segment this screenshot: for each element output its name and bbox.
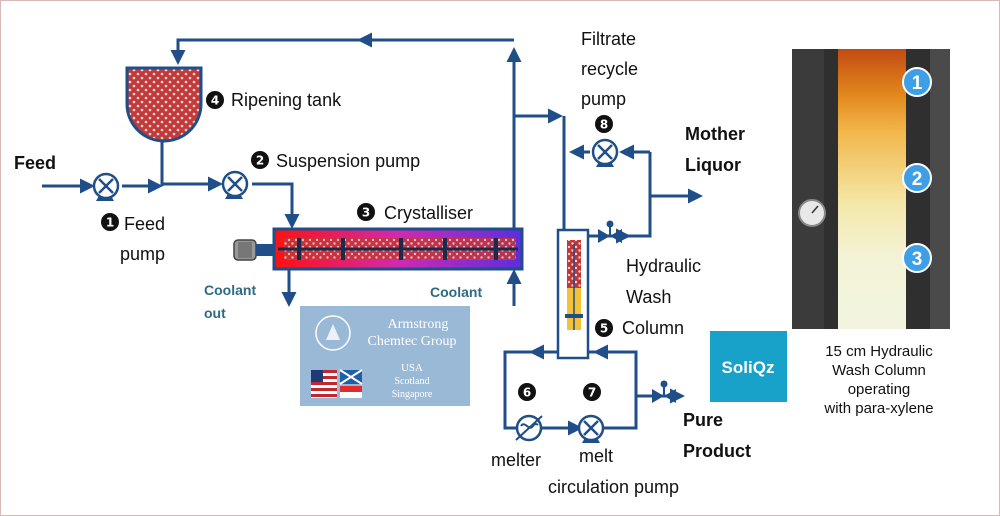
coolant-in-label-line1: Coolant [430, 284, 482, 300]
pure-product-label-line1: Pure [683, 410, 723, 430]
melt-circulation-pump-icon [577, 414, 605, 443]
svg-text:Singapore: Singapore [392, 389, 433, 400]
photo-marker-3: 3 [902, 243, 932, 273]
crystalliser-label: Crystalliser [384, 203, 473, 223]
hwc-label-line2: Wash [626, 287, 671, 307]
badge-6: 6 [518, 383, 536, 401]
badge-4: 4 [206, 91, 224, 109]
svg-text:7: 7 [588, 386, 596, 400]
crystalliser-vessel [233, 227, 524, 271]
svg-text:USA: USA [401, 362, 423, 374]
return-to-tank-pipe [170, 38, 514, 65]
melt-pump-label-line2: circulation pump [548, 477, 679, 497]
filtrate-label-line2: recycle [581, 59, 638, 79]
photo-marker-1: 1 [902, 67, 932, 97]
svg-text:3: 3 [362, 206, 370, 220]
filtrate-pump-icon [591, 138, 619, 167]
photo-marker-2: 2 [902, 163, 932, 193]
hydraulic-wash-column [556, 228, 590, 360]
svg-text:Armstrong: Armstrong [388, 317, 449, 332]
melter-label: melter [491, 450, 541, 470]
mother-liquor-label-line1: Mother [685, 124, 745, 144]
svg-text:Scotland: Scotland [395, 376, 430, 387]
product-valve-icon [652, 380, 676, 403]
hwc-filtrate-pipe [586, 152, 652, 238]
badge-7: 7 [583, 383, 601, 401]
to-crystalliser-pipe [252, 182, 300, 229]
feed-pump-label-line2: pump [120, 244, 165, 264]
svg-text:5: 5 [600, 322, 608, 336]
ripening-tank-label: Ripening tank [231, 90, 342, 110]
melt-pump-label-line1: melt [579, 446, 613, 466]
filtrate-label-line3: pump [581, 89, 626, 109]
svg-text:4: 4 [211, 94, 219, 108]
svg-text:3: 3 [912, 249, 923, 270]
feed-pump-label-line1: Feed [124, 214, 165, 234]
suspension-pump-icon [221, 170, 249, 199]
coolant-out-label-line1: Coolant [204, 282, 256, 298]
photo-caption-line2: Wash Column [832, 362, 926, 379]
svg-text:Chemtec Group: Chemtec Group [367, 334, 456, 349]
badge-2: 2 [251, 151, 269, 169]
scraper-blades [297, 238, 498, 260]
pure-product-label-line2: Product [683, 441, 751, 461]
suspension-pump-label: Suspension pump [276, 151, 420, 171]
filtrate-label-line1: Filtrate [581, 29, 636, 49]
svg-text:SoliQz: SoliQz [722, 358, 775, 377]
ripening-tank [125, 66, 203, 143]
filtrate-valve-icon [598, 220, 622, 243]
svg-text:6: 6 [523, 386, 531, 400]
feed-pump-icon [92, 172, 120, 201]
photo-caption-line1: 15 cm Hydraulic [825, 343, 933, 360]
hwc-photo: 1 2 3 [792, 49, 950, 329]
melter-icon [515, 414, 543, 442]
hwc-label-line3: Column [622, 318, 684, 338]
badge-1: 1 [101, 213, 119, 231]
photo-caption-line3: operating [848, 381, 911, 398]
badge-8: 8 [595, 115, 613, 133]
badge-5: 5 [595, 319, 613, 337]
armstrong-chemtec-logo: Armstrong Chemtec Group USA Scotland Sin… [300, 306, 470, 406]
svg-text:2: 2 [912, 169, 923, 190]
photo-caption-line4: with para-xylene [823, 400, 933, 417]
svg-text:1: 1 [106, 216, 114, 230]
svg-text:8: 8 [600, 118, 608, 132]
melt-loop-left [503, 350, 568, 430]
mother-liquor-label-line2: Liquor [685, 155, 741, 175]
hwc-label-line1: Hydraulic [626, 256, 701, 276]
feed-label: Feed [14, 153, 56, 173]
soliqz-logo: SoliQz [710, 331, 787, 402]
svg-text:2: 2 [256, 154, 264, 168]
svg-text:1: 1 [912, 73, 923, 94]
coolant-out-label-line2: out [204, 305, 226, 321]
crystalliser-coupling [256, 244, 276, 256]
badge-3: 3 [357, 203, 375, 221]
